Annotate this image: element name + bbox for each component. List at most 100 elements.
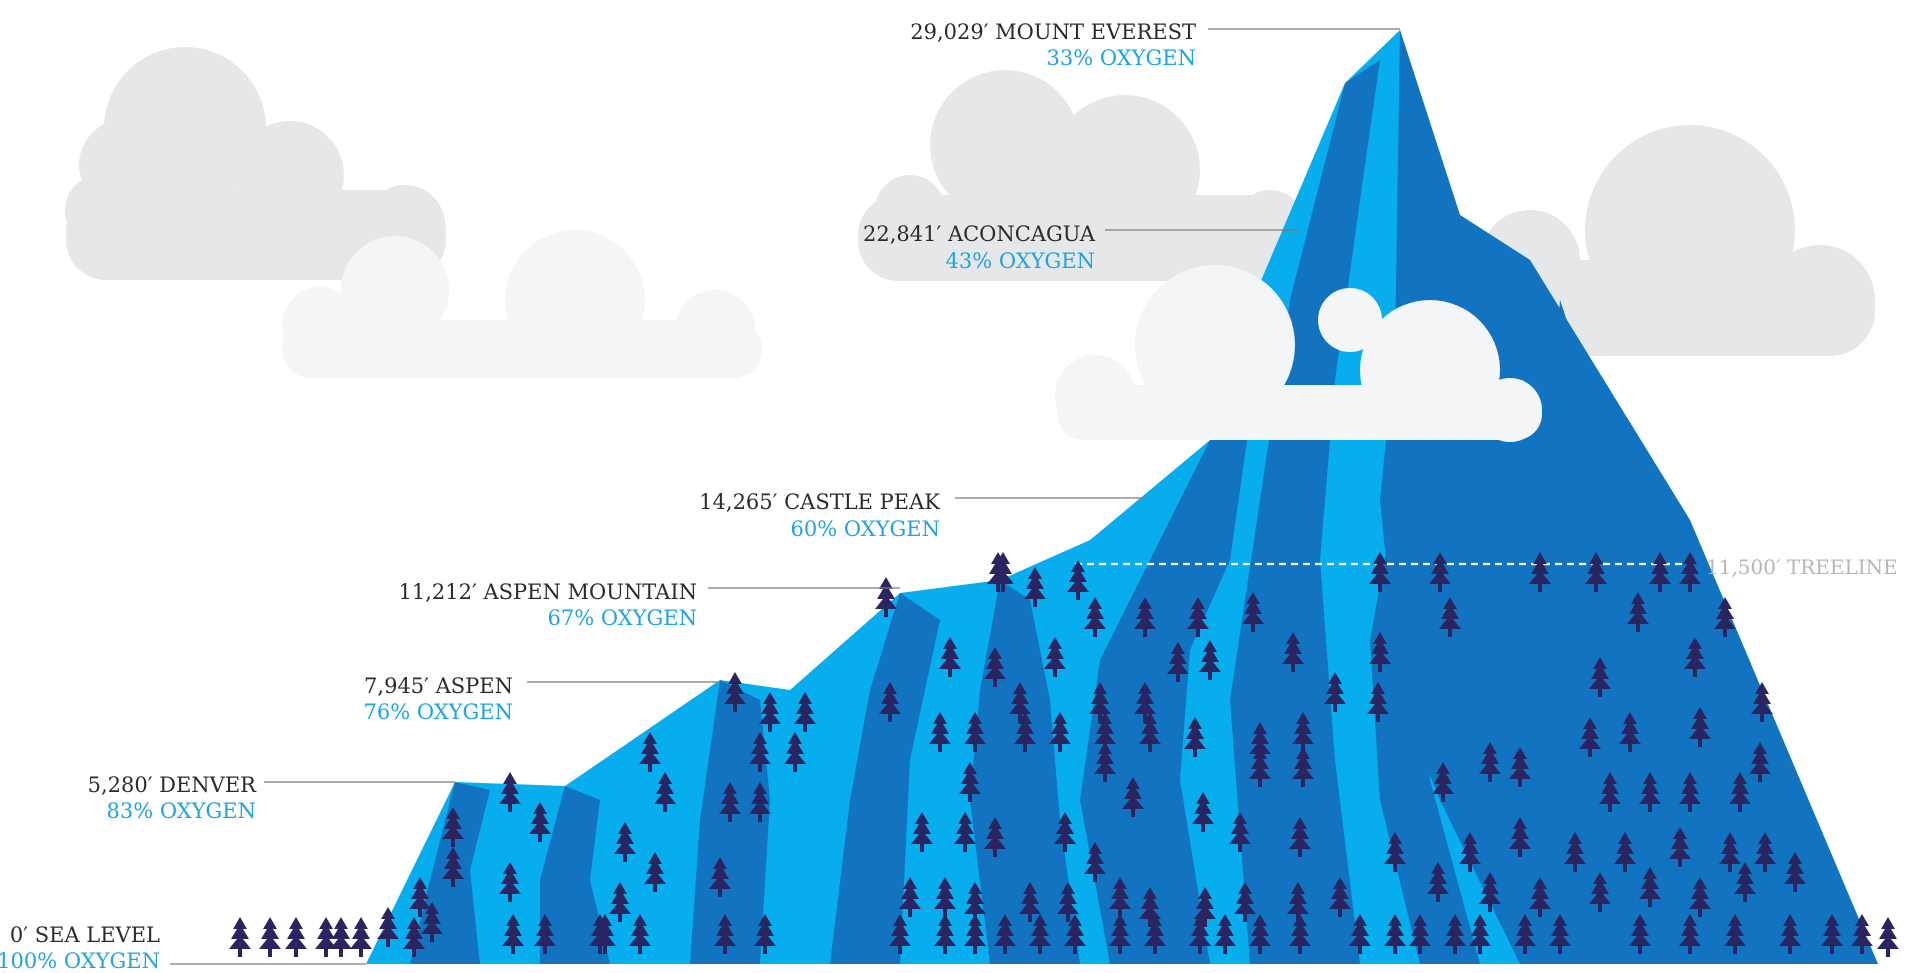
tree-icon (1514, 914, 1536, 954)
tree-icon (1089, 682, 1111, 722)
tree-icon (1384, 832, 1406, 872)
tree-icon (1784, 852, 1806, 892)
tree-icon (1479, 742, 1501, 782)
tree-icon (1134, 682, 1156, 722)
tree-icon (1234, 882, 1256, 922)
tree-icon (1469, 914, 1491, 954)
tree-icon (1851, 914, 1873, 954)
tree-icon (1724, 914, 1746, 954)
tree-icon (984, 817, 1006, 857)
tree-icon (377, 907, 399, 947)
tree-icon (1329, 877, 1351, 917)
tree-icon (1427, 862, 1449, 902)
tree-icon (1109, 877, 1131, 917)
tree-icon (934, 914, 956, 954)
tree-icon (794, 692, 816, 732)
tree-icon (1134, 597, 1156, 637)
label-sea-level-name: 0′ SEA LEVEL (10, 923, 160, 947)
tree-icon (499, 772, 521, 812)
label-aconcagua-oxygen: 43% OXYGEN (946, 249, 1096, 273)
tree-icon (1639, 867, 1661, 907)
tree-icon (749, 782, 771, 822)
tree-icon (754, 914, 776, 954)
tree-icon (714, 914, 736, 954)
label-aconcagua-name: 22,841′ ACONCAGUA (863, 222, 1096, 246)
tree-icon (644, 852, 666, 892)
tree-icon (934, 877, 956, 917)
tree-icon (1289, 817, 1311, 857)
tree-icon (1109, 914, 1131, 954)
tree-icon (964, 914, 986, 954)
tree-icon (229, 917, 251, 957)
label-castle-peak-name: 14,265′ CASTLE PEAK (699, 490, 940, 514)
tree-icon (1094, 742, 1116, 782)
tree-icon (889, 914, 911, 954)
tree-icon (1014, 712, 1036, 752)
tree-icon (1627, 592, 1649, 632)
tree-icon (1459, 832, 1481, 872)
tree-icon (1439, 597, 1461, 637)
tree-icon (984, 647, 1006, 687)
label-aspen-mountain-oxygen: 67% OXYGEN (548, 606, 698, 630)
tree-icon (1549, 914, 1571, 954)
tree-icon (629, 914, 651, 954)
mountain (366, 30, 1878, 964)
tree-icon (1689, 877, 1711, 917)
tree-icon (1094, 712, 1116, 752)
tree-icon (1429, 552, 1451, 592)
tree-icon (1509, 747, 1531, 787)
tree-icon (315, 917, 337, 957)
tree-icon (709, 857, 731, 897)
tree-icon (1292, 712, 1314, 752)
tree-icon (1689, 707, 1711, 747)
tree-icon (964, 882, 986, 922)
tree-icon (1679, 914, 1701, 954)
label-everest-name: 29,029′ MOUNT EVEREST (910, 20, 1196, 44)
tree-icon (1679, 772, 1701, 812)
tree-icon (1229, 812, 1251, 852)
tree-icon (403, 917, 425, 957)
tree-icon (1719, 832, 1741, 872)
tree-icon (1409, 914, 1431, 954)
cloud-back-middle (858, 70, 1308, 281)
tree-icon (724, 672, 746, 712)
tree-icon (1749, 742, 1771, 782)
tree-icon (1009, 682, 1031, 722)
tree-icon (1289, 914, 1311, 954)
tree-icon (929, 712, 951, 752)
tree-icon (992, 552, 1014, 592)
tree-icon (954, 812, 976, 852)
tree-icon (1589, 657, 1611, 697)
tree-icon (421, 902, 443, 942)
tree-icon (350, 917, 372, 957)
tree-icon (1754, 832, 1776, 872)
label-aspen-oxygen: 76% OXYGEN (364, 700, 514, 724)
tree-icon (409, 877, 431, 917)
tree-icon (1599, 772, 1621, 812)
tree-icon (1242, 592, 1264, 632)
tree-icon (1192, 792, 1214, 832)
tree-icon (1734, 862, 1756, 902)
tree-icon (1054, 812, 1076, 852)
tree-icon (1122, 777, 1144, 817)
tree-icon (1619, 712, 1641, 752)
tree-icon (1144, 914, 1166, 954)
tree-icon (442, 807, 464, 847)
tree-icon (529, 802, 551, 842)
tree-icon (1614, 832, 1636, 872)
tree-icon (1369, 552, 1391, 592)
tree-icon (759, 692, 781, 732)
tree-icon (1057, 882, 1079, 922)
tree-icon (1509, 817, 1531, 857)
tree-icon (614, 822, 636, 862)
tree-icon (534, 914, 556, 954)
tree-icon (1369, 632, 1391, 672)
tree-icon (639, 732, 661, 772)
label-aspen-mountain-name: 11,212′ ASPEN MOUNTAIN (399, 580, 697, 604)
treeline-label: 11,500′ TREELINE (1706, 555, 1898, 579)
tree-icon (1184, 717, 1206, 757)
tree-icon (1585, 552, 1607, 592)
tree-icon (1287, 882, 1309, 922)
tree-icon (959, 762, 981, 802)
